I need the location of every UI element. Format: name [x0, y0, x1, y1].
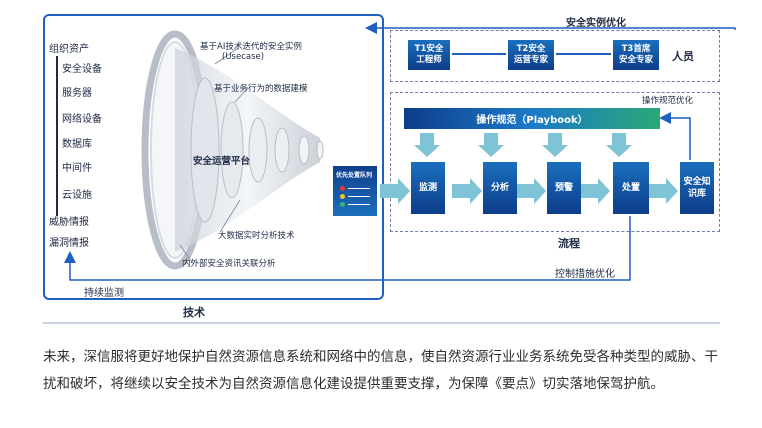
step-monitor: 监测 — [411, 162, 445, 214]
annotation-behavior: 基于业务行为的数据建模 — [214, 84, 308, 94]
role-t2-line1: T2安全 — [516, 44, 546, 54]
category-middleware: 中间件 — [62, 163, 92, 174]
article-paragraph: 未来，深信服将更好地保护自然资源信息系统和网络中的信息，使自然资源行业业务系统免… — [43, 349, 718, 392]
role-t2-line2: 运营专家 — [513, 55, 548, 65]
role-t2: T2安全运营专家 — [508, 40, 554, 70]
knowledge-line1: 安全知 — [683, 177, 711, 187]
queue-line-1 — [348, 188, 370, 189]
flow-arrows — [64, 22, 736, 281]
queue-line-2 — [348, 196, 370, 197]
category-network-devices: 网络设备 — [62, 114, 102, 125]
annotation-correlation: 内外部安全资讯关联分析 — [182, 259, 276, 269]
category-security-devices: 安全设备 — [62, 64, 102, 75]
technology-label: 技术 — [183, 306, 205, 319]
queue-line-3 — [348, 204, 370, 205]
step-analyze: 分析 — [483, 162, 517, 214]
role-t3-line1: T3首席 — [621, 44, 651, 54]
category-database: 数据库 — [62, 139, 92, 150]
category-cloud: 云设施 — [62, 190, 92, 201]
control-optimization-label: 控制措施优化 — [555, 269, 615, 280]
knowledge-base: 安全知识库 — [680, 162, 714, 214]
role-connector-2 — [556, 53, 611, 55]
role-t3-line2: 安全专家 — [618, 55, 653, 65]
playbook-optimization-label: 操作规范优化 — [642, 96, 694, 106]
role-t3: T3首席安全专家 — [613, 40, 659, 70]
playbook-down-arrows — [414, 133, 632, 157]
role-t1: T1安全工程师 — [408, 40, 450, 70]
knowledge-line2: 识库 — [687, 189, 706, 199]
category-threat-intel: 威胁情报 — [49, 217, 89, 228]
role-connector-1 — [452, 53, 506, 55]
category-org-assets: 组织资产 — [49, 44, 89, 55]
role-t1-line2: 工程师 — [416, 55, 442, 65]
queue-yellow-dot — [340, 194, 345, 199]
annotation-bigdata: 大数据实时分析技术 — [218, 231, 295, 241]
category-bracket — [56, 56, 58, 216]
step-dispose: 处置 — [613, 162, 649, 214]
annotation-ai-line1: 基于AI技术迭代的安全实例 — [200, 42, 302, 52]
process-box — [390, 92, 720, 232]
continuous-monitor-label: 持续监测 — [84, 288, 124, 299]
people-label: 人员 — [672, 50, 694, 63]
queue-green-dot — [340, 202, 345, 207]
category-vuln-intel: 漏洞情报 — [49, 238, 89, 249]
top-optimization-label: 安全实例优化 — [566, 18, 626, 29]
queue-red-dot — [340, 186, 345, 191]
divider — [43, 322, 720, 324]
funnel-graphic — [141, 30, 324, 270]
role-t1-line1: T1安全 — [414, 44, 444, 54]
process-label: 流程 — [558, 237, 580, 250]
playbook-bar: 操作规范（Playbook） — [404, 108, 660, 129]
priority-queue: 优先处置队列 — [333, 166, 377, 216]
step-right-arrows — [380, 178, 678, 204]
platform-label: 安全运营平台 — [193, 156, 251, 167]
people-box — [390, 30, 720, 82]
queue-label: 优先处置队列 — [336, 172, 373, 179]
technology-panel — [43, 14, 384, 300]
category-servers: 服务器 — [62, 88, 92, 99]
step-alert: 预警 — [547, 162, 581, 214]
annotation-ai-line2: (Usecase) — [222, 52, 265, 62]
